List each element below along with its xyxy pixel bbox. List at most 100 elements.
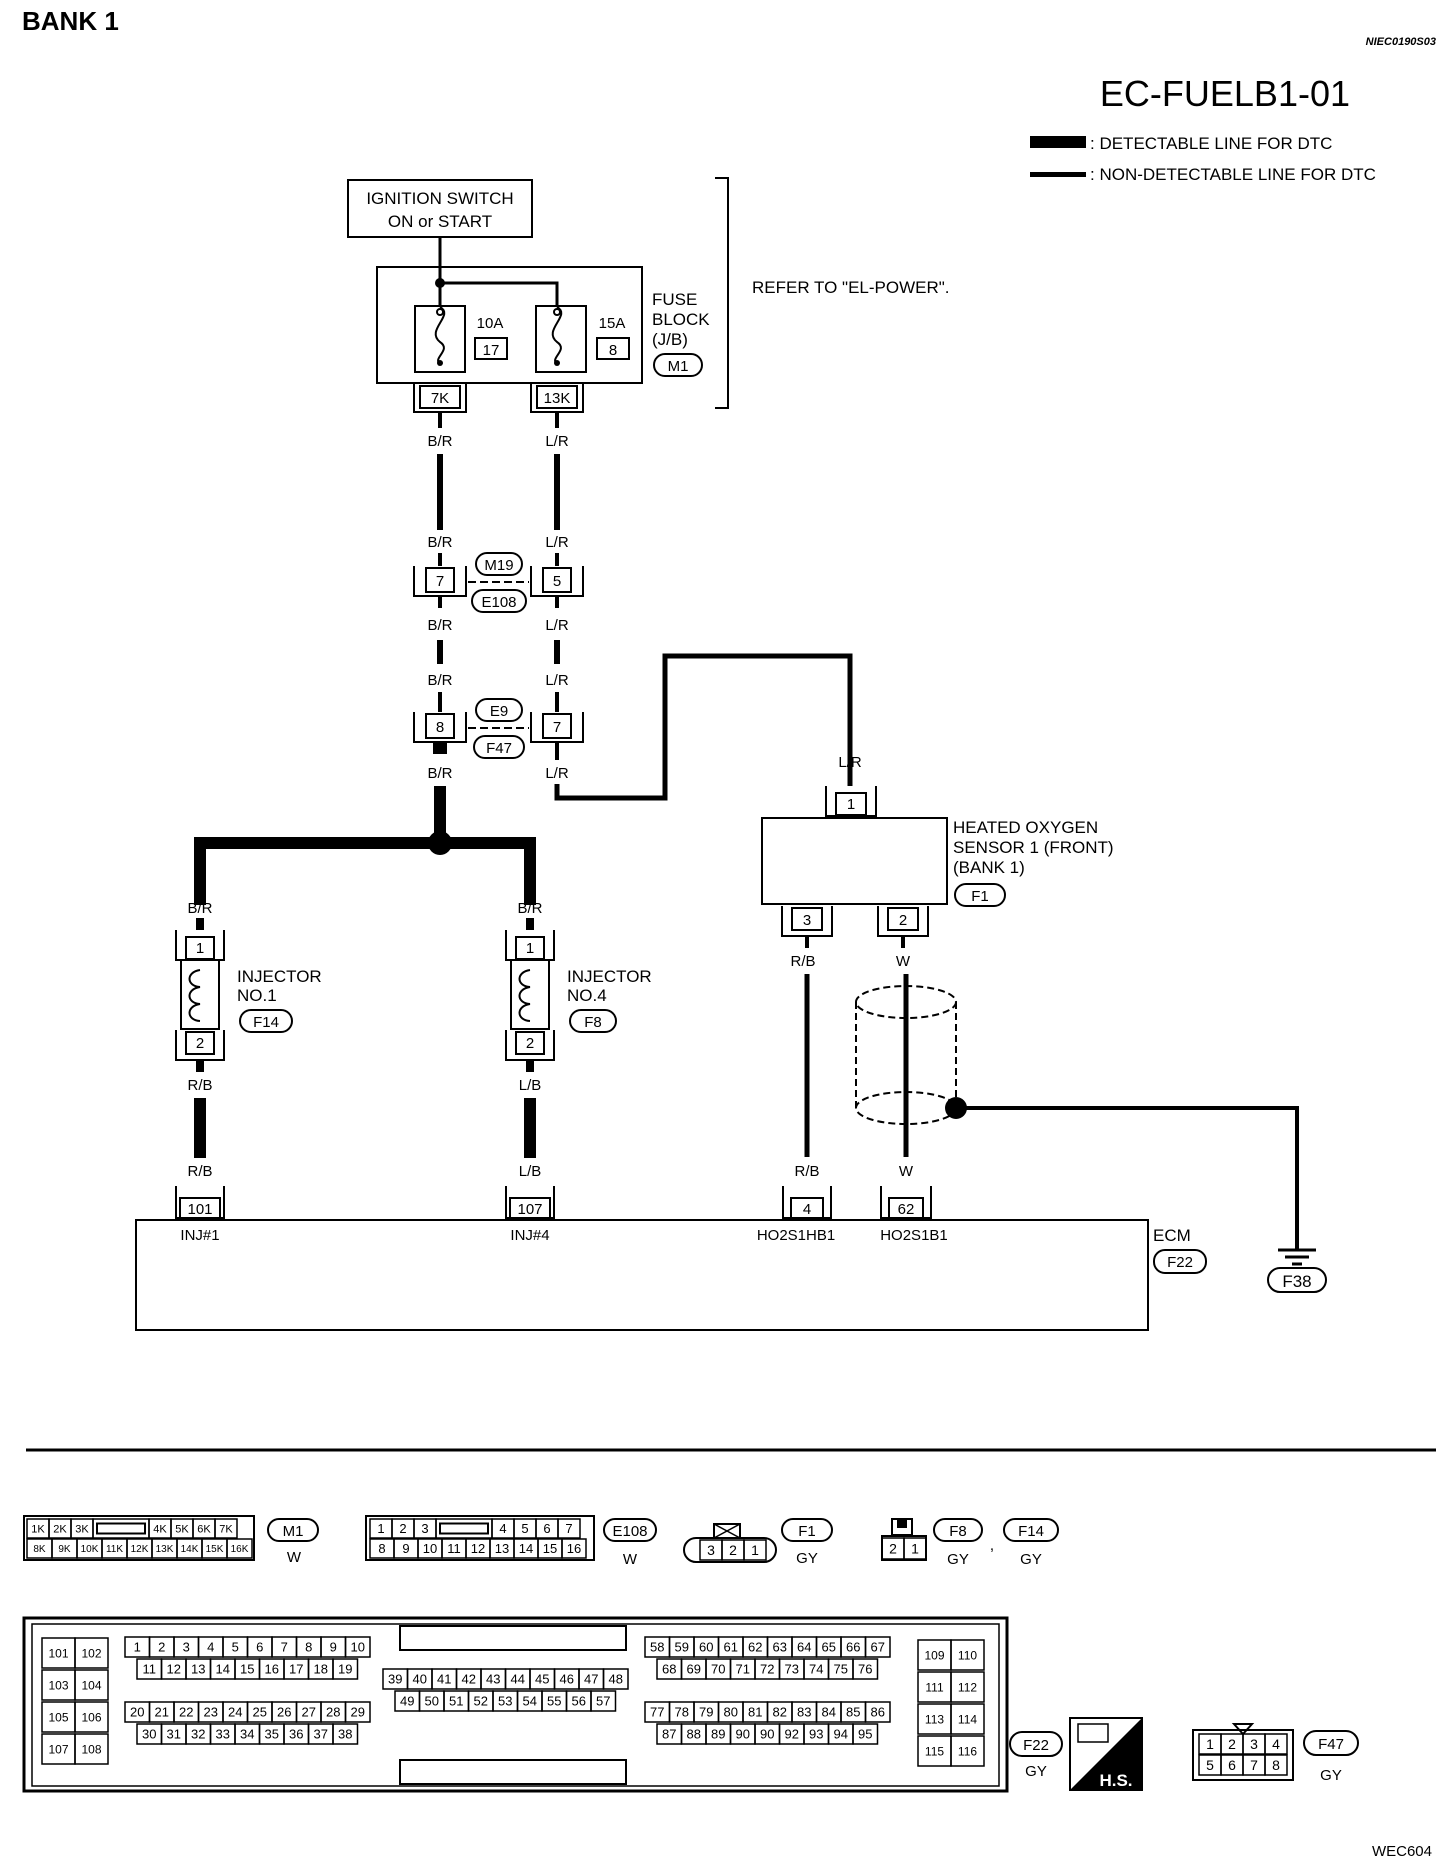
svg-text:L/R: L/R <box>838 754 862 771</box>
legend-thick-line <box>1030 136 1086 148</box>
svg-text:,: , <box>990 1537 994 1554</box>
connector-pin-label: 59 <box>675 1640 689 1655</box>
connector-pin <box>852 1723 879 1745</box>
svg-text:NO.4: NO.4 <box>567 986 607 1005</box>
connector-pin-label: 13 <box>495 1541 509 1556</box>
connector-pin-label: 101 <box>48 1646 68 1660</box>
connector-pin <box>344 1701 371 1723</box>
svg-text:101: 101 <box>187 1201 212 1218</box>
connector-pin-label: 1 <box>1206 1736 1214 1752</box>
connector-pin-label: 14K <box>181 1544 199 1555</box>
connector-pin-label: 15 <box>543 1541 557 1556</box>
connector-pin <box>1264 1754 1288 1776</box>
svg-text:W: W <box>896 953 911 970</box>
connector-pin-label: 83 <box>797 1705 811 1720</box>
joint-e108-label: E108 <box>481 594 516 611</box>
connector-pin-label: 41 <box>437 1672 451 1687</box>
fuse-block: 10A 17 15A 8 FUSE BLOCK (J/B) M1 7K 13K <box>376 237 710 413</box>
f8-color: GY <box>947 1551 969 1568</box>
connector-pin-label: 76 <box>858 1662 872 1677</box>
legend-thin-line <box>1030 172 1086 177</box>
injector-4-coil <box>518 969 531 1022</box>
connector-pin-label: 102 <box>81 1646 101 1660</box>
connector-pin-label: 34 <box>240 1727 254 1742</box>
connector-pin-label: 13 <box>191 1662 205 1677</box>
connector-pin-label: 40 <box>413 1672 427 1687</box>
connector-pin-label: 57 <box>596 1694 610 1709</box>
connector-pin-label: 16 <box>265 1662 279 1677</box>
hs-hand-icon <box>1077 1723 1109 1743</box>
svg-text:62: 62 <box>898 1201 915 1218</box>
connector-pin-label: 20 <box>130 1705 144 1720</box>
connector-pin-label: 55 <box>547 1694 561 1709</box>
upper-wires: B/R L/R B/R L/R <box>427 412 569 551</box>
connector-pin-label: 9 <box>402 1541 409 1556</box>
connector-key <box>435 1518 493 1539</box>
f14-color: GY <box>1020 1551 1042 1568</box>
svg-text:R/B: R/B <box>187 1077 212 1094</box>
ground-f38: F38 <box>1267 1248 1327 1293</box>
connector-pin-label: 78 <box>675 1705 689 1720</box>
fuse-block-label-3: (J/B) <box>652 330 688 349</box>
connector-pin-label: 7 <box>565 1521 572 1536</box>
shield-ground-wire <box>956 1106 1299 1250</box>
connector-pin <box>226 1538 253 1559</box>
connector-key-slot <box>439 1522 489 1535</box>
connector-pin <box>74 1733 109 1765</box>
connector-pin-label: 63 <box>773 1640 787 1655</box>
connector-pin-label: 10 <box>351 1640 365 1655</box>
connector-pin-label: 116 <box>958 1744 977 1758</box>
connector-pin-label: 111 <box>925 1680 944 1694</box>
connector-pin-label: 21 <box>155 1705 169 1720</box>
connector-pin-label: 7 <box>1250 1757 1258 1773</box>
svg-text:B/R: B/R <box>427 765 452 782</box>
connector-pin-label: 1 <box>751 1542 759 1558</box>
f1-color: GY <box>796 1550 818 1567</box>
connector-pin <box>852 1658 879 1680</box>
legend-non-detectable: : NON-DETECTABLE LINE FOR DTC <box>1090 165 1376 184</box>
svg-text:(BANK 1): (BANK 1) <box>953 858 1025 877</box>
connector-pin-label: 6 <box>543 1521 550 1536</box>
connector-pin-label: 28 <box>326 1705 340 1720</box>
fuse-2-symbol <box>551 306 563 365</box>
connector-pin-label: 8K <box>33 1544 46 1555</box>
connector-pin-label: 107 <box>48 1742 68 1756</box>
connector-pin-label: 7K <box>219 1523 233 1535</box>
connector-pin-label: 69 <box>687 1662 701 1677</box>
hs-badge <box>1070 1718 1142 1790</box>
svg-text:B/R: B/R <box>427 672 452 689</box>
connector-pin-label: 14 <box>216 1662 230 1677</box>
connector-pin-label: 66 <box>846 1640 860 1655</box>
connector-pin-label: 54 <box>523 1694 537 1709</box>
svg-text:B/R: B/R <box>517 900 542 917</box>
injector-1-connector: F14 <box>253 1014 279 1031</box>
connector-pin <box>214 1518 238 1539</box>
svg-text:NO.1: NO.1 <box>237 986 277 1005</box>
e108-id: E108 <box>612 1523 647 1540</box>
hs-label: H.S. <box>1099 1771 1132 1790</box>
connector-pin-label: 77 <box>650 1705 664 1720</box>
connector-pin-label: 7 <box>281 1640 288 1655</box>
ignition-line1: IGNITION SWITCH <box>366 189 513 208</box>
connector-pin-label: 47 <box>584 1672 598 1687</box>
connector-pin-label: 17 <box>289 1662 303 1677</box>
svg-text:F38: F38 <box>1282 1272 1311 1291</box>
svg-text:INJ#4: INJ#4 <box>510 1227 549 1244</box>
f1-id: F1 <box>798 1523 816 1540</box>
connector-pin-label: 15 <box>240 1662 254 1677</box>
connector-pin-label: 94 <box>834 1727 848 1742</box>
connector-pin-label: 30 <box>142 1727 156 1742</box>
connector-pin-label: 75 <box>834 1662 848 1677</box>
m1-id: M1 <box>283 1523 304 1540</box>
connector-pin-label: 5 <box>232 1640 239 1655</box>
connector-pin <box>344 1636 371 1658</box>
connector-pin-label: 22 <box>179 1705 193 1720</box>
svg-text:HEATED OXYGEN: HEATED OXYGEN <box>953 818 1098 837</box>
joint-m19-label: M19 <box>484 557 513 574</box>
fuse-1-rating: 10A <box>477 315 504 332</box>
fuse-1 <box>414 305 466 373</box>
connector-pin-label: 61 <box>724 1640 738 1655</box>
connector-pin-label: 9 <box>330 1640 337 1655</box>
connector-pin-label: 1 <box>134 1640 141 1655</box>
connector-pin-label: 27 <box>302 1705 316 1720</box>
